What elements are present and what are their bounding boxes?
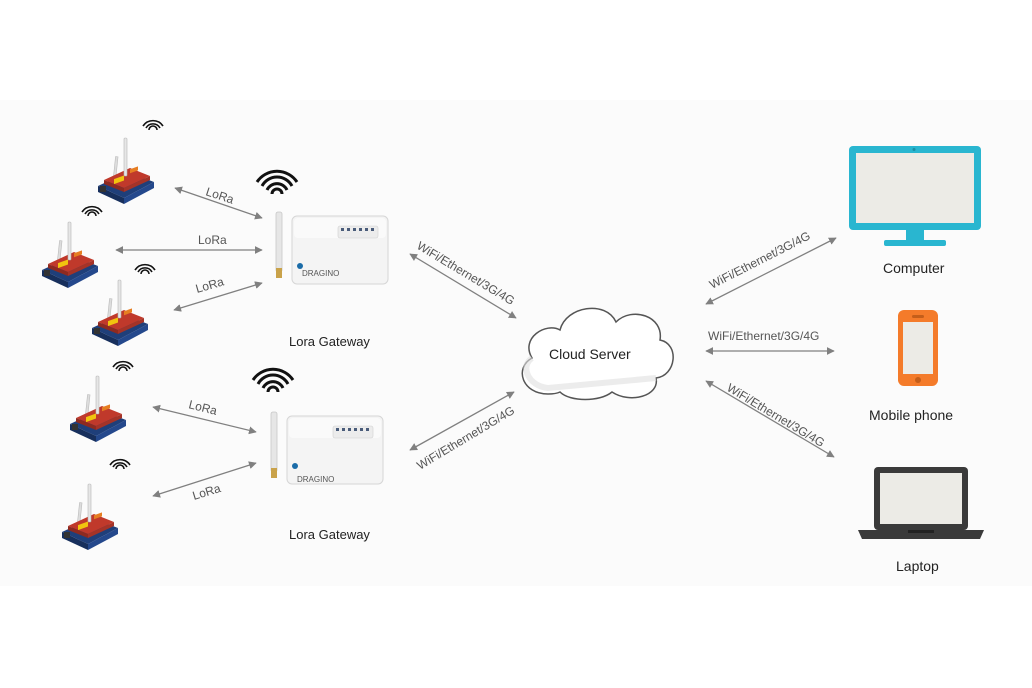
lora-node-4 (69, 375, 127, 443)
lora-label-5: LoRa (191, 481, 223, 503)
wan-link-computer (705, 237, 837, 305)
lora-label-4: LoRa (187, 397, 219, 418)
lora-node-3 (91, 279, 149, 347)
wifi-icon (142, 119, 164, 131)
laptop-label: Laptop (896, 558, 939, 574)
wan-label-phone: WiFi/Ethernet/3G/4G (708, 329, 819, 343)
lora-link-4 (152, 404, 257, 435)
lora-node-1 (97, 137, 155, 205)
wan-link-laptop (705, 380, 835, 458)
wan-label-computer: WiFi/Ethernet/3G/4G (707, 229, 813, 292)
cloud-label: Cloud Server (549, 346, 631, 362)
lora-link-5 (152, 461, 257, 498)
gateway-2-brand: DRAGINO (297, 475, 334, 484)
smartphone-icon (898, 310, 938, 386)
lora-label-3: LoRa (194, 274, 226, 295)
gateway-1-brand: DRAGINO (302, 269, 339, 278)
cloud-shape (521, 307, 674, 401)
wan-label-laptop: WiFi/Ethernet/3G/4G (724, 381, 827, 450)
gateway-1-label: Lora Gateway (289, 334, 370, 349)
lora-gateway-2 (270, 411, 384, 485)
lora-node-5 (61, 483, 119, 551)
wifi-icon (134, 263, 156, 275)
laptop-icon (858, 467, 984, 539)
computer-label: Computer (883, 260, 945, 276)
wifi-icon (112, 360, 134, 372)
lora-node-2 (41, 221, 99, 289)
lora-link-3 (173, 281, 263, 312)
monitor-icon (849, 146, 981, 246)
wifi-icon (251, 367, 295, 394)
mobile-phone-label: Mobile phone (869, 407, 953, 423)
lora-label-2: LoRa (198, 233, 227, 247)
wifi-icon (255, 169, 299, 196)
lora-link-1 (174, 186, 263, 220)
wan-label-gw1: WiFi/Ethernet/3G/4G (414, 239, 517, 308)
wan-link-gw1 (409, 253, 517, 319)
wifi-icon (81, 205, 103, 217)
wan-link-gw2 (409, 391, 515, 451)
wifi-icon (109, 458, 131, 470)
gateway-2-label: Lora Gateway (289, 527, 370, 542)
wan-label-gw2: WiFi/Ethernet/3G/4G (414, 403, 517, 472)
